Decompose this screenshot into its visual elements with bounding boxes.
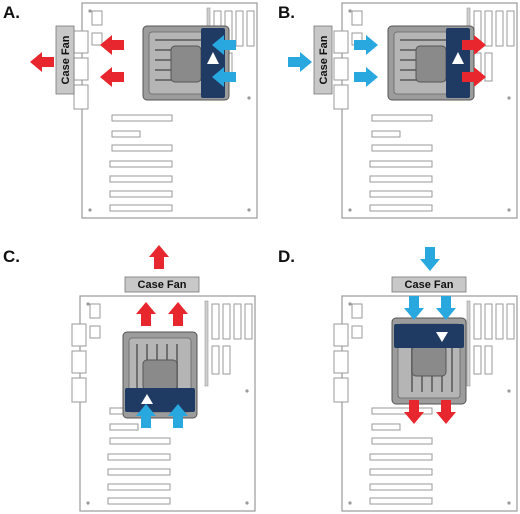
- panel-d-exhaust-arrow: [404, 400, 424, 424]
- panel-b-cpu-cooler: [387, 25, 475, 101]
- panel-b-intake-arrow: [354, 35, 378, 55]
- panel-a-intake-arrow: [212, 67, 236, 87]
- panel-a-exhaust-arrow: [100, 35, 124, 55]
- panel-a-intake-arrow: [212, 35, 236, 55]
- panel-c-intake-arrow: [136, 404, 156, 428]
- panel-b-case-fan: Case Fan: [313, 25, 333, 95]
- panel-b-intake-arrow: [288, 52, 312, 72]
- panel-c-exhaust-arrow: [149, 245, 169, 269]
- panel-a-exhaust-arrow: [100, 67, 124, 87]
- panel-b-label: B.: [278, 3, 295, 22]
- panel-c: C. Case Fan: [3, 245, 256, 512]
- panel-b-exhaust-arrow: [462, 35, 486, 55]
- panel-b-case-fan-label: Case Fan: [318, 35, 330, 84]
- panel-a: A. Case Fan: [3, 2, 258, 219]
- panel-c-cpu-cooler: [122, 331, 198, 419]
- panel-b-exhaust-arrow: [462, 67, 486, 87]
- panel-d-intake-arrow: [404, 296, 424, 320]
- panel-d-intake-arrow: [436, 296, 456, 320]
- panel-d: D. Case Fan: [278, 247, 518, 512]
- panel-a-exhaust-arrow: [30, 52, 54, 72]
- panel-c-intake-arrow: [168, 404, 188, 428]
- panel-a-case-fan-label: Case Fan: [60, 35, 72, 84]
- panel-c-case-fan-label: Case Fan: [138, 279, 187, 291]
- panel-d-case-fan-label: Case Fan: [405, 279, 454, 291]
- panel-d-label: D.: [278, 247, 295, 266]
- panel-c-exhaust-arrow: [168, 302, 188, 326]
- panel-c-case-fan: Case Fan: [124, 276, 200, 293]
- panel-c-label: C.: [3, 247, 20, 266]
- panel-d-exhaust-arrow: [436, 400, 456, 424]
- panel-d-cpu-cooler: [391, 317, 467, 405]
- panel-d-case-fan: Case Fan: [391, 276, 467, 293]
- panel-b-intake-arrow: [354, 67, 378, 87]
- panel-a-cpu-cooler: [142, 25, 230, 101]
- panel-d-intake-arrow: [420, 247, 440, 271]
- panel-b: B. Case Fan: [278, 2, 518, 219]
- panel-a-case-fan: Case Fan: [55, 25, 75, 95]
- panel-a-label: A.: [3, 3, 20, 22]
- panel-c-exhaust-arrow: [136, 302, 156, 326]
